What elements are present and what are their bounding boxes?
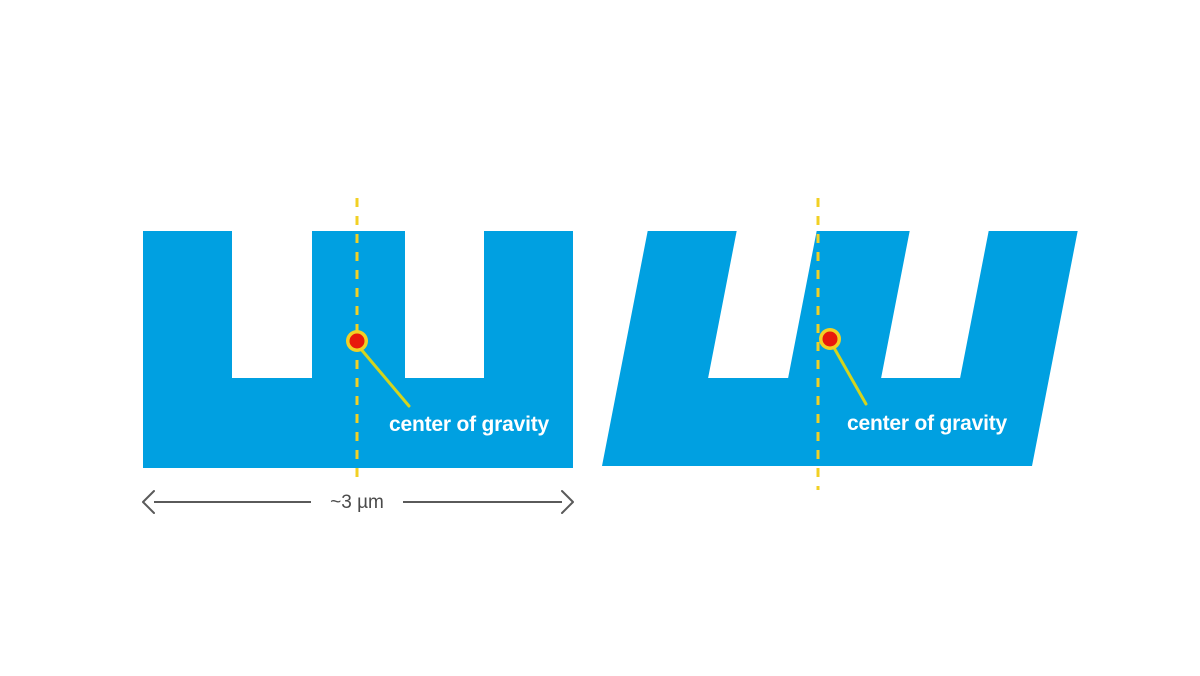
dimension-arrowhead-left-icon [142,490,155,514]
leader-line-upright [358,346,411,408]
comb-shape-slanted [602,231,1078,466]
center-of-gravity-label-upright: center of gravity [389,413,550,436]
panel-slanted-comb: center of gravity [602,198,1078,490]
center-of-gravity-marker-upright [349,333,365,349]
panel-upright-comb: center of gravity ~3 µm [142,198,574,514]
dimension-arrow-group: ~3 µm [142,490,574,514]
leader-line-slanted [831,344,868,406]
dimension-label: ~3 µm [330,492,384,513]
center-of-gravity-label-slanted: center of gravity [847,412,1008,435]
dimension-arrowhead-right-icon [561,490,574,514]
center-of-gravity-marker-slanted [822,331,838,347]
